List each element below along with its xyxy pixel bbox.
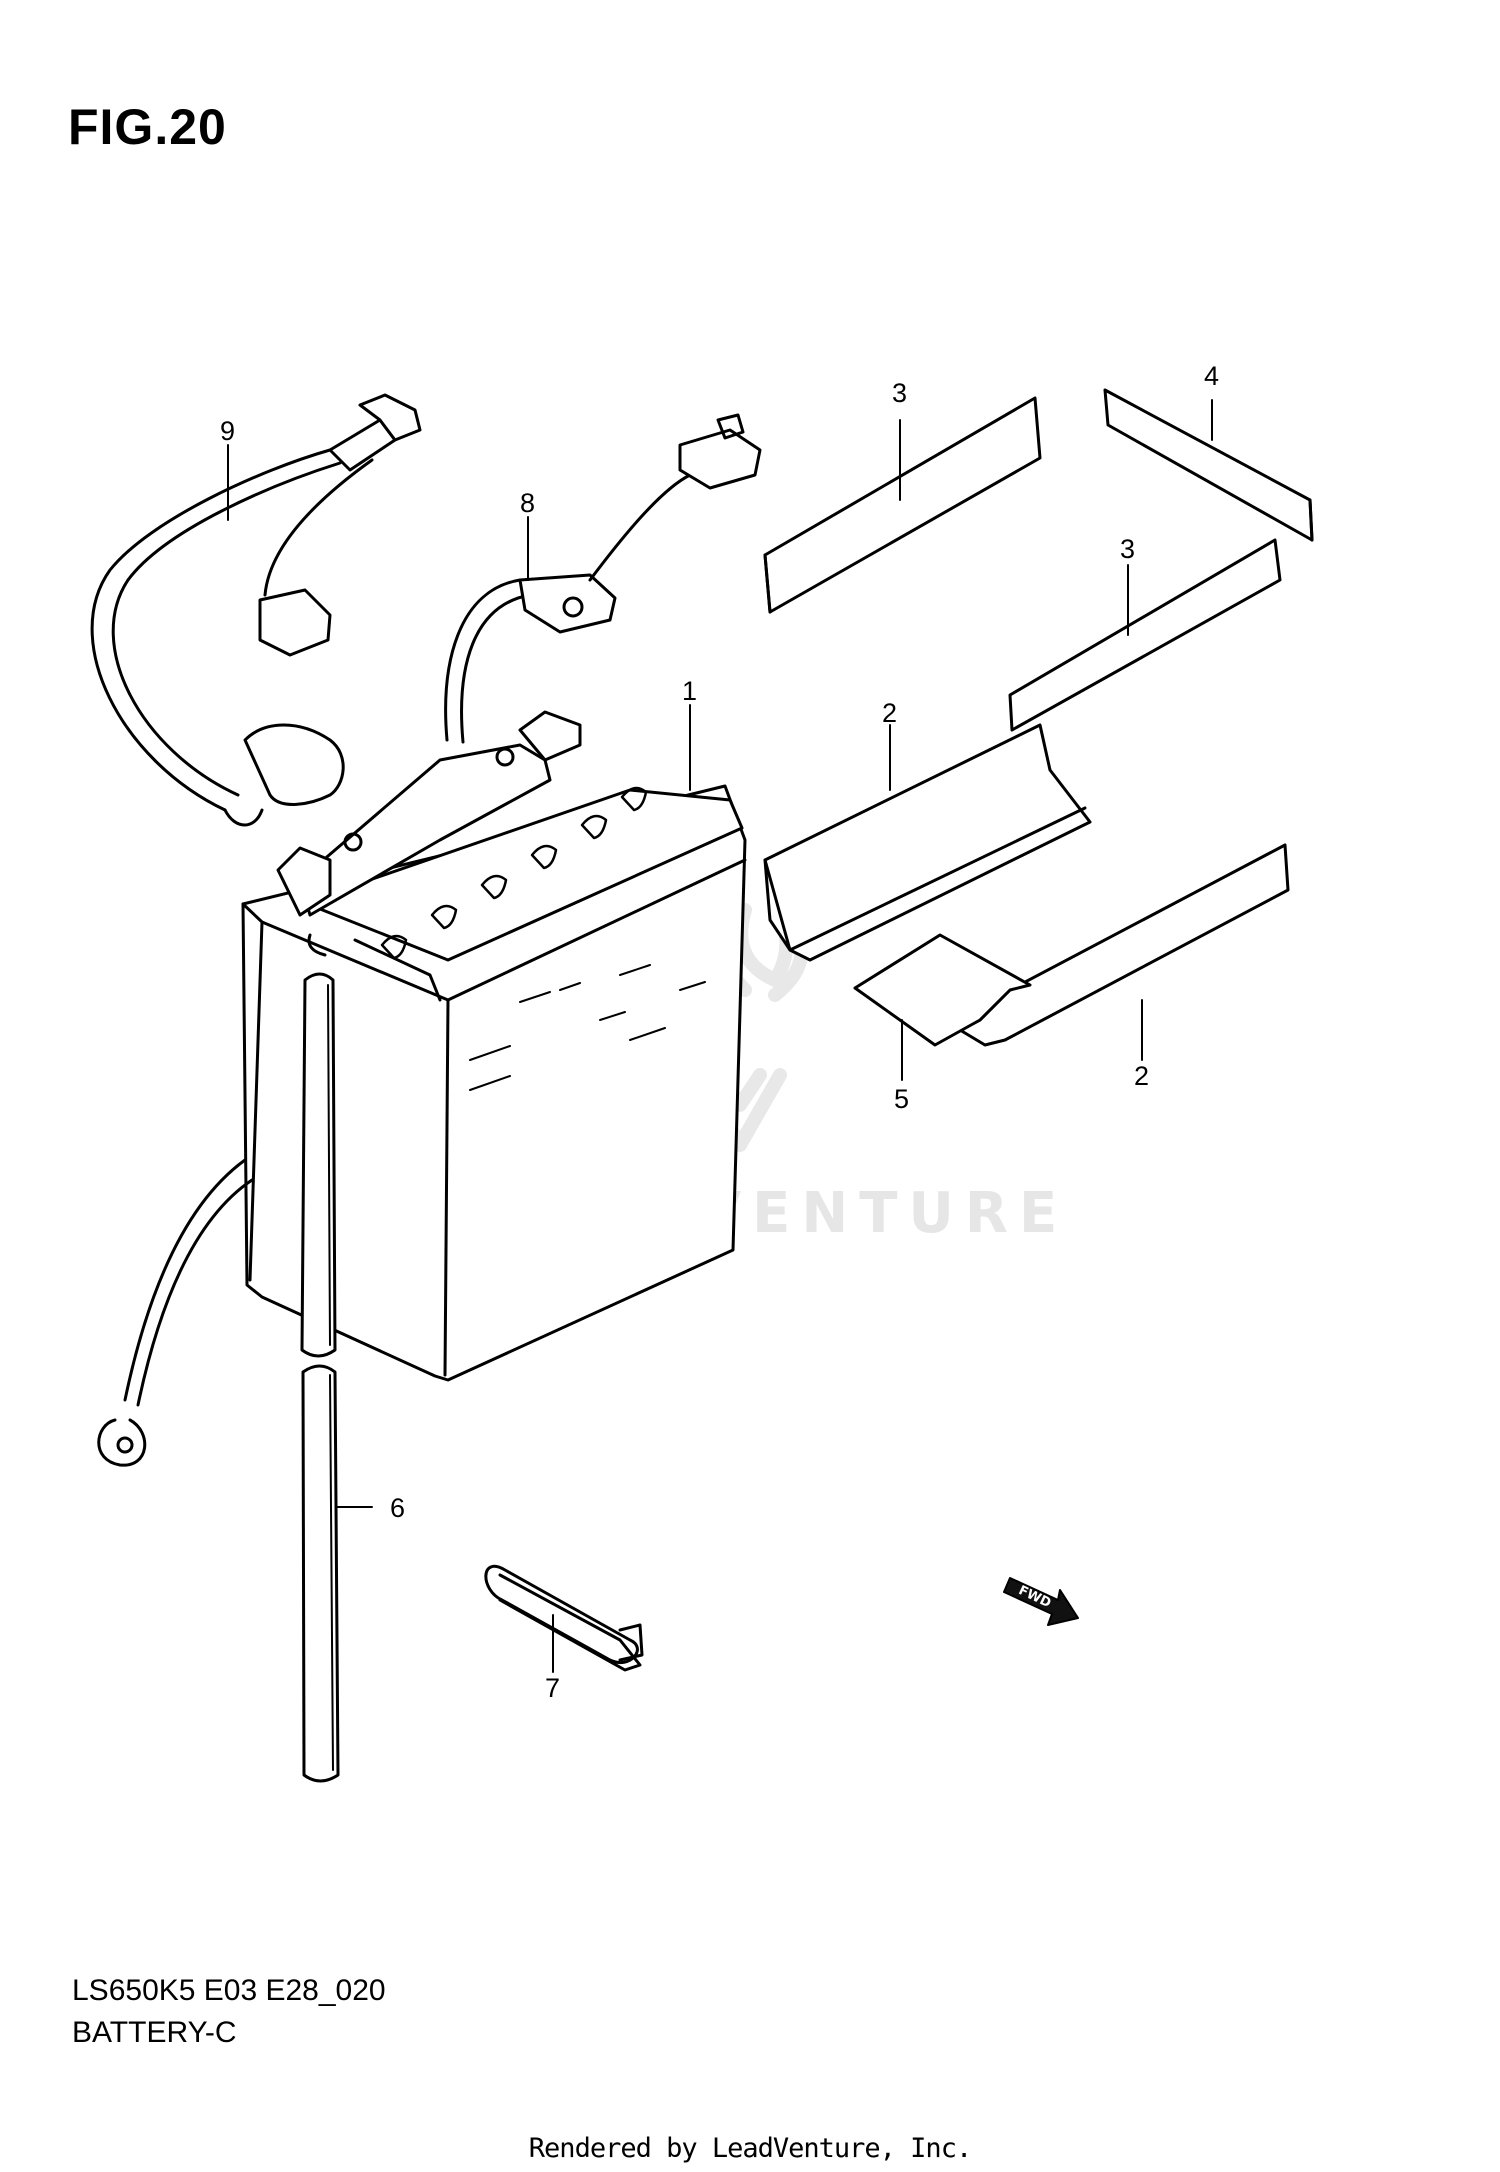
callout-leaders — [227, 399, 1213, 1673]
battery-case-right-part[interactable] — [958, 843, 1290, 1047]
callout-2-right[interactable]: 2 — [1134, 1061, 1149, 1091]
callout-7[interactable]: 7 — [545, 1673, 560, 1703]
fwd-arrow-icon: FWD — [1003, 1577, 1079, 1626]
ground-lead — [97, 1158, 254, 1467]
battery-band-part[interactable] — [484, 1564, 644, 1672]
battery-part[interactable] — [241, 710, 747, 1382]
rendered-by-footer: Rendered by LeadVenture, Inc. — [528, 2133, 972, 2164]
callout-3-middle[interactable]: 3 — [1120, 534, 1135, 564]
callout-9[interactable]: 9 — [220, 416, 235, 446]
battery-caps — [380, 786, 648, 960]
battery-label-marks — [469, 964, 706, 1091]
breather-hose-part[interactable] — [300, 972, 340, 1783]
negative-lead-wire-part[interactable] — [444, 413, 762, 744]
callout-4[interactable]: 4 — [1204, 361, 1219, 391]
callout-6[interactable]: 6 — [390, 1493, 405, 1523]
callout-2-left[interactable]: 2 — [882, 698, 897, 728]
callout-5[interactable]: 5 — [894, 1084, 909, 1114]
cushion-bottom-part[interactable] — [853, 933, 1032, 1047]
model-code: LS650K5 E03 E28_020 — [72, 1974, 386, 2007]
cushion-middle-part[interactable] — [1008, 538, 1282, 732]
cushion-top-part[interactable] — [763, 396, 1042, 614]
callout-3-top[interactable]: 3 — [892, 378, 907, 408]
cushion-side-part[interactable] — [1103, 388, 1314, 542]
section-name: BATTERY-C — [72, 2016, 237, 2049]
positive-lead-wire-part[interactable] — [90, 393, 422, 827]
callout-8[interactable]: 8 — [520, 488, 535, 518]
callout-1[interactable]: 1 — [682, 676, 697, 706]
figure-title: FIG.20 — [68, 99, 227, 155]
battery-case-left-part[interactable] — [763, 723, 1092, 962]
